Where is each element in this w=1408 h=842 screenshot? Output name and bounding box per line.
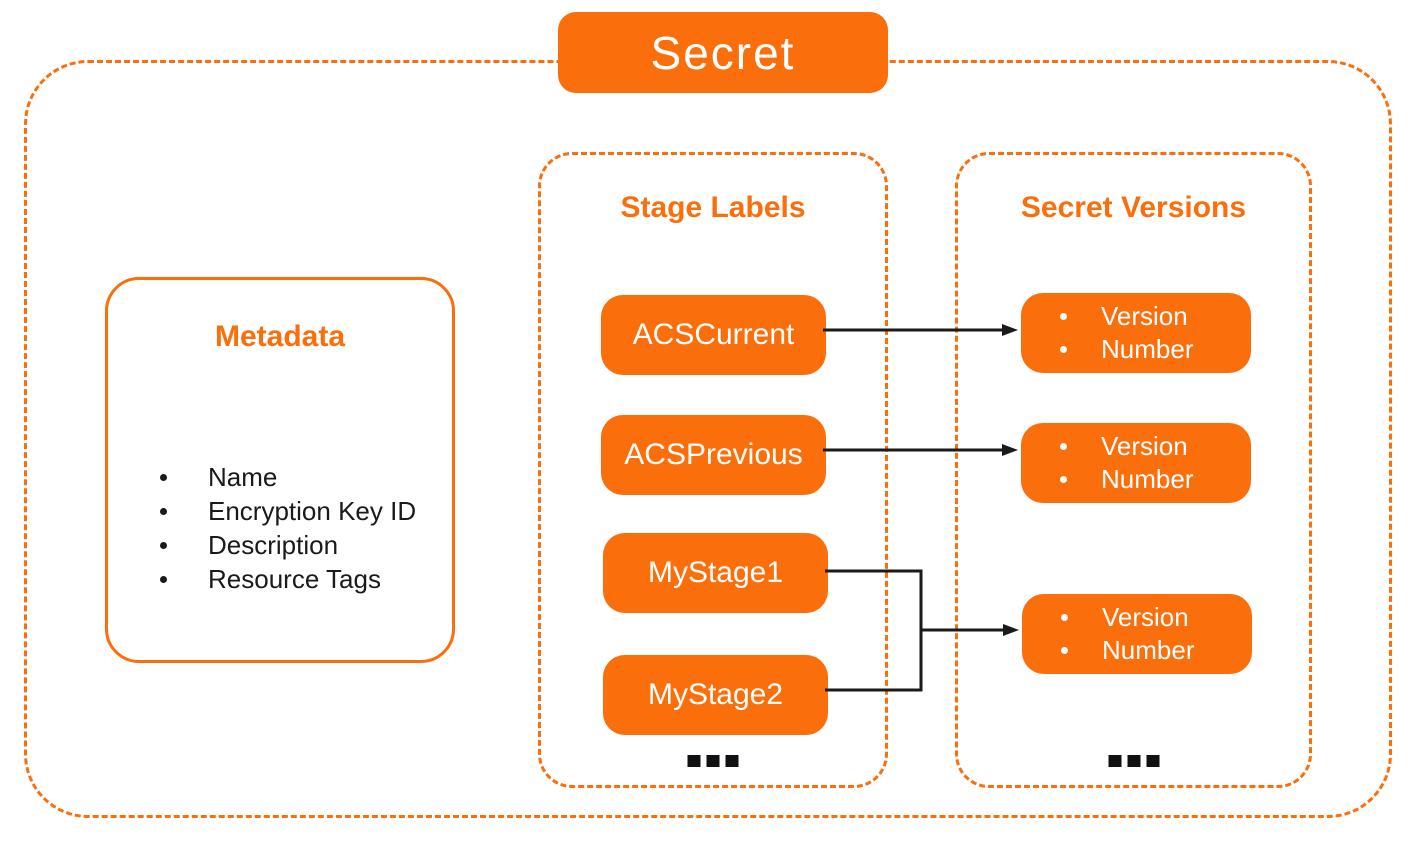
stage-label-text: ACSCurrent <box>632 318 795 351</box>
stage-label-text: MyStage1 <box>647 556 784 589</box>
version-box-line: Version <box>1021 300 1251 333</box>
version-box: Version Number <box>1021 293 1251 373</box>
metadata-title: Metadata <box>214 320 346 353</box>
metadata-list: Name Encryption Key ID Description Resou… <box>108 460 452 596</box>
version-box-label: Number <box>1102 635 1195 665</box>
secret-title-label: Secret <box>650 26 796 79</box>
ellipsis-icon <box>1108 755 1159 767</box>
stage-label-acsprevious: ACSPrevious <box>601 415 826 495</box>
secret-versions-title: Secret Versions <box>1020 191 1247 224</box>
stage-labels-box: Stage Labels ACSCurrent ACSPrevious MySt… <box>538 152 888 788</box>
bullet-icon <box>160 576 167 583</box>
stage-label-text: MyStage2 <box>647 678 784 711</box>
version-box-label: Version <box>1102 602 1189 632</box>
stage-label-mystage2: MyStage2 <box>603 655 828 735</box>
version-box-line: Version <box>1021 430 1251 463</box>
stage-labels-title: Stage Labels <box>620 191 806 224</box>
version-box: Version Number <box>1021 423 1251 503</box>
metadata-item-label: Resource Tags <box>208 564 381 594</box>
version-box-line: Number <box>1022 634 1252 667</box>
stage-label-mystage1: MyStage1 <box>603 533 828 613</box>
version-box-label: Version <box>1101 301 1188 331</box>
metadata-box: Metadata Name Encryption Key ID Descript… <box>105 277 455 663</box>
stage-label-acscurrent: ACSCurrent <box>601 295 826 375</box>
version-box-label: Version <box>1101 431 1188 461</box>
bullet-icon <box>1060 476 1067 483</box>
version-box-label: Number <box>1101 334 1194 364</box>
bullet-icon <box>160 542 167 549</box>
stage-label-text: ACSPrevious <box>624 438 803 471</box>
bullet-icon <box>1061 614 1068 621</box>
secret-title-box: Secret <box>558 12 888 93</box>
metadata-item-label: Name <box>208 462 278 492</box>
version-box-line: Version <box>1022 601 1252 634</box>
version-box-line: Number <box>1021 333 1251 366</box>
metadata-item-label: Encryption Key ID <box>208 496 417 526</box>
version-box-label: Number <box>1101 464 1194 494</box>
ellipsis-icon <box>687 755 739 767</box>
secret-versions-box: Secret Versions Version Number Version N… <box>955 152 1312 788</box>
metadata-item: Encryption Key ID <box>108 494 452 528</box>
bullet-icon <box>160 508 167 515</box>
bullet-icon <box>1060 313 1067 320</box>
bullet-icon <box>1061 647 1068 654</box>
metadata-item: Description <box>108 528 452 562</box>
version-box-line: Number <box>1021 463 1251 496</box>
bullet-icon <box>1060 346 1067 353</box>
metadata-item: Name <box>108 460 452 494</box>
metadata-item: Resource Tags <box>108 562 452 596</box>
version-box: Version Number <box>1022 594 1252 674</box>
bullet-icon <box>1060 443 1067 450</box>
metadata-item-label: Description <box>208 530 339 560</box>
bullet-icon <box>160 474 167 481</box>
